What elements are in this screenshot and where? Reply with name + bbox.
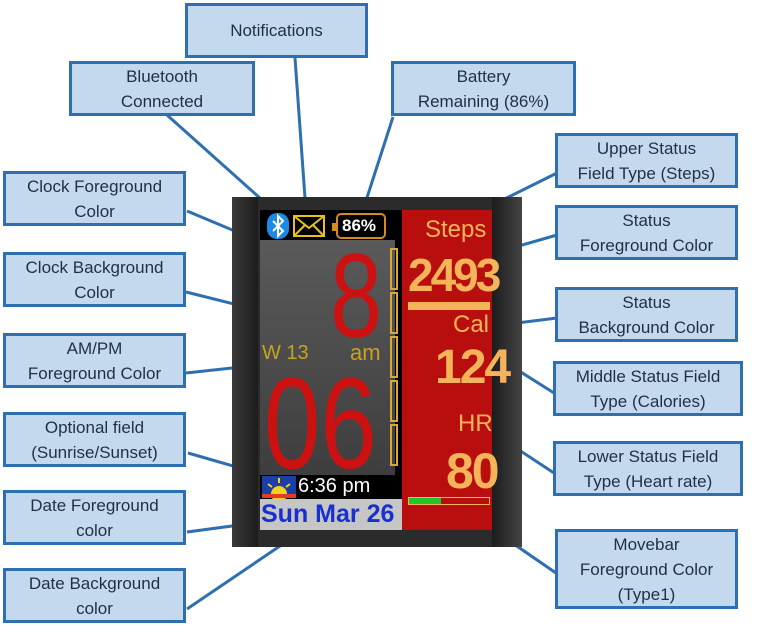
- callout-text-line: Foreground Color: [579, 559, 714, 579]
- callout-text-line: Notifications: [230, 21, 323, 40]
- steps-progress-fill: [409, 303, 489, 309]
- movebar-segment-1: [390, 248, 398, 290]
- lower-status-value: 80: [446, 443, 500, 499]
- movebar-segment-3: [390, 336, 398, 378]
- date-text: Sun Mar 26: [261, 500, 395, 528]
- callout-date-background: Date Background color: [3, 568, 186, 623]
- week-number: W 13: [262, 342, 309, 364]
- lower-status-label: HR: [458, 410, 493, 437]
- date-bar: Sun Mar 26: [260, 499, 402, 530]
- heart-progress-fill: [409, 498, 441, 504]
- middle-status-value: 124: [435, 341, 511, 394]
- steps-progress-track: [408, 302, 490, 310]
- clock-hour: 8: [330, 229, 383, 363]
- callout-text-line: Type (Calories): [590, 391, 706, 411]
- callout-text-line: Status: [622, 210, 671, 230]
- callout-ampm-foreground: AM/PM Foreground Color: [3, 333, 186, 388]
- ampm-label: am: [350, 340, 381, 365]
- callout-text-line: (Type1): [617, 584, 676, 604]
- callout-date-foreground: Date Foreground color: [3, 490, 186, 545]
- watch-bezel-right: [492, 197, 522, 547]
- upper-status-value: 2493: [408, 249, 501, 301]
- middle-status-label: Cal: [453, 311, 490, 338]
- callout-text-line: Upper Status: [596, 138, 697, 158]
- callout-text-line: Foreground Color: [27, 363, 162, 383]
- callout-text-line: Foreground Color: [579, 235, 714, 255]
- sunrise-icon: [262, 476, 296, 502]
- callout-text-line: Date Foreground: [30, 495, 159, 515]
- watch-screen: 86% 8 06 W 13 am 6:36 pm Sun Mar 26 Step…: [260, 210, 511, 530]
- movebar-segment-4: [390, 380, 398, 422]
- callout-text-line: AM/PM: [66, 338, 123, 358]
- callout-text-line: Battery: [456, 66, 511, 86]
- sun-time: 6:36 pm: [298, 475, 371, 497]
- watch-bezel-left: [232, 197, 258, 547]
- callout-text-line: Background Color: [578, 317, 715, 337]
- callout-text-line: (Sunrise/Sunset): [31, 442, 158, 462]
- callout-text-line: Field Type (Steps): [577, 163, 716, 183]
- callout-text-line: Color: [74, 201, 115, 221]
- callout-text-line: Type (Heart rate): [583, 471, 713, 491]
- clock-background: [260, 240, 395, 480]
- movebar-segment-2: [390, 292, 398, 334]
- envelope-icon: [293, 215, 325, 242]
- bluetooth-icon: [267, 213, 289, 239]
- callout-text-line: Optional field: [44, 417, 145, 437]
- heart-progress-track: [408, 497, 490, 505]
- battery-icon: 86%: [332, 213, 386, 239]
- callout-text-line: Clock Foreground: [26, 176, 163, 196]
- callout-text-line: Clock Background: [25, 257, 164, 277]
- sunrise-row: 6:36 pm: [260, 475, 400, 502]
- callout-text-line: Remaining (86%): [417, 91, 550, 111]
- callout-notifications: Notifications: [185, 3, 368, 58]
- callout-text-line: Middle Status Field: [575, 366, 721, 386]
- leader-notifications: [293, 57, 308, 213]
- callout-text-line: Color: [74, 282, 115, 302]
- callout-optional-field: Optional field (Sunrise/Sunset): [3, 412, 186, 467]
- callout-text-line: Status: [622, 292, 671, 312]
- status-background: [402, 210, 492, 530]
- callout-text-line: Bluetooth: [126, 66, 198, 86]
- callout-text-line: Date Background: [28, 573, 161, 593]
- callout-text-line: Lower Status Field: [577, 446, 719, 466]
- clock-minute: 06: [264, 350, 377, 496]
- callout-text-line: color: [76, 520, 113, 540]
- callout-text-line: color: [76, 598, 113, 618]
- callout-text-line: Movebar: [613, 534, 680, 554]
- upper-status-label: Steps: [425, 216, 487, 243]
- movebar-segment-5: [390, 424, 398, 466]
- battery-percent: 86%: [342, 216, 377, 235]
- callout-text-line: Connected: [120, 91, 204, 111]
